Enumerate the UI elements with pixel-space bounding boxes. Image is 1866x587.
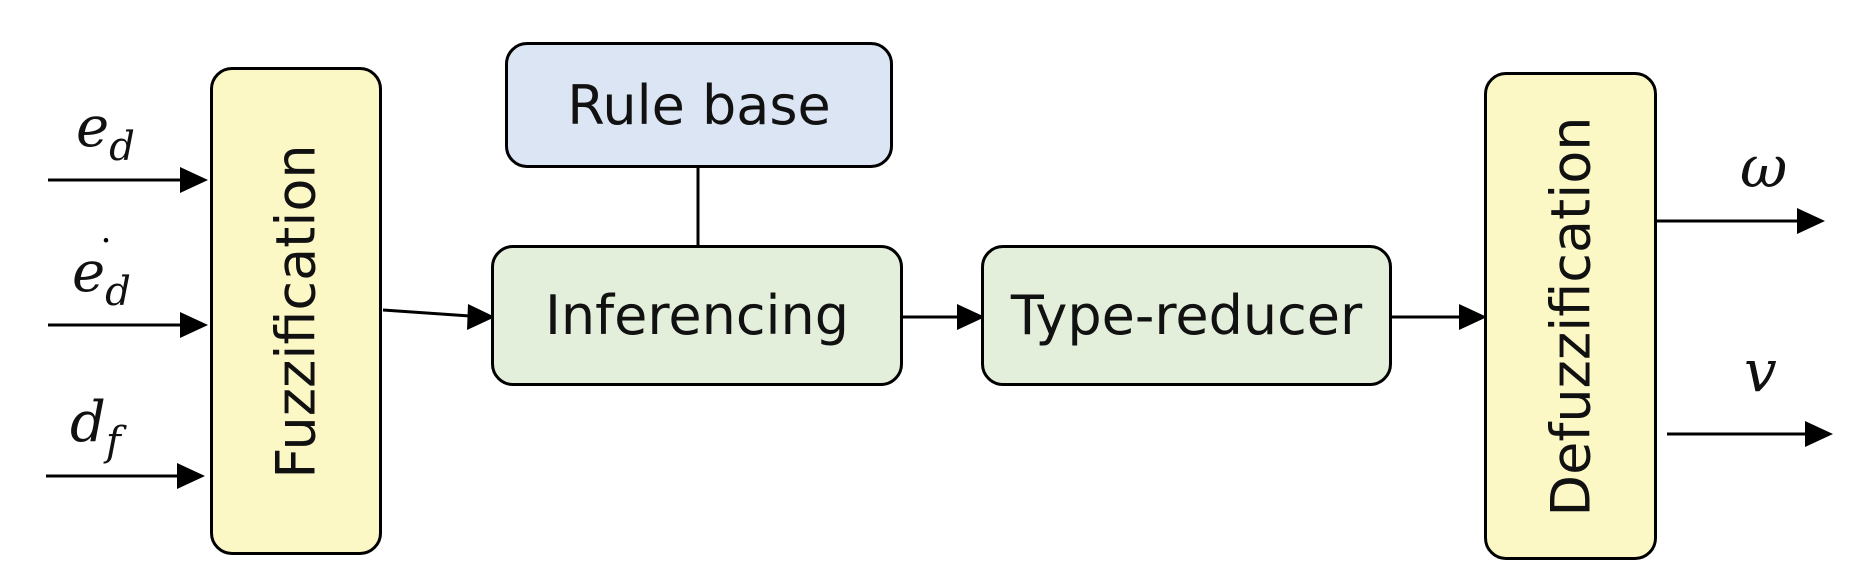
defuzzification-label: Defuzzification [1539, 116, 1602, 516]
inferencing-label: Inferencing [544, 284, 850, 347]
rule-base-label: Rule base [567, 73, 831, 137]
output-label-v: v [1744, 337, 1777, 405]
input-ed-dot-base: e [72, 240, 106, 305]
type-reducer-label: Type-reducer [1010, 284, 1363, 347]
fuzz-to-infer-arrow [382, 308, 471, 318]
type-reducer-block: Type-reducer [981, 245, 1392, 386]
input-label-ed: ed [76, 100, 135, 167]
reducer-to-defuzz-arrowhead [1459, 304, 1487, 330]
input-ed-dot-arrowhead [180, 312, 208, 338]
output-omega-arrowhead [1797, 208, 1825, 234]
input-ed-subscript: d [109, 123, 135, 171]
defuzzification-block: Defuzzification [1484, 72, 1657, 560]
input-df-subscript: f [105, 418, 121, 466]
infer-to-reducer-arrowhead [957, 304, 985, 330]
output-v-arrowhead [1805, 421, 1833, 447]
input-label-df: df [70, 395, 121, 462]
fuzzification-block: Fuzzification [210, 67, 382, 555]
input-df-arrowhead [177, 463, 205, 489]
input-df-base: d [70, 390, 106, 455]
output-label-omega: ω [1740, 133, 1788, 201]
inferencing-block: Inferencing [491, 245, 903, 386]
input-ed-arrowhead [180, 167, 208, 193]
input-ed-dot-accent: ˙ [96, 233, 116, 279]
fuzz-to-infer-arrowhead [467, 304, 495, 330]
input-label-ed-dot: ed [72, 245, 131, 312]
input-ed-dot-subscript: d [105, 268, 131, 316]
input-ed-base: e [76, 95, 110, 160]
rule-base-block: Rule base [505, 42, 893, 168]
fuzzification-label: Fuzzification [264, 143, 328, 479]
